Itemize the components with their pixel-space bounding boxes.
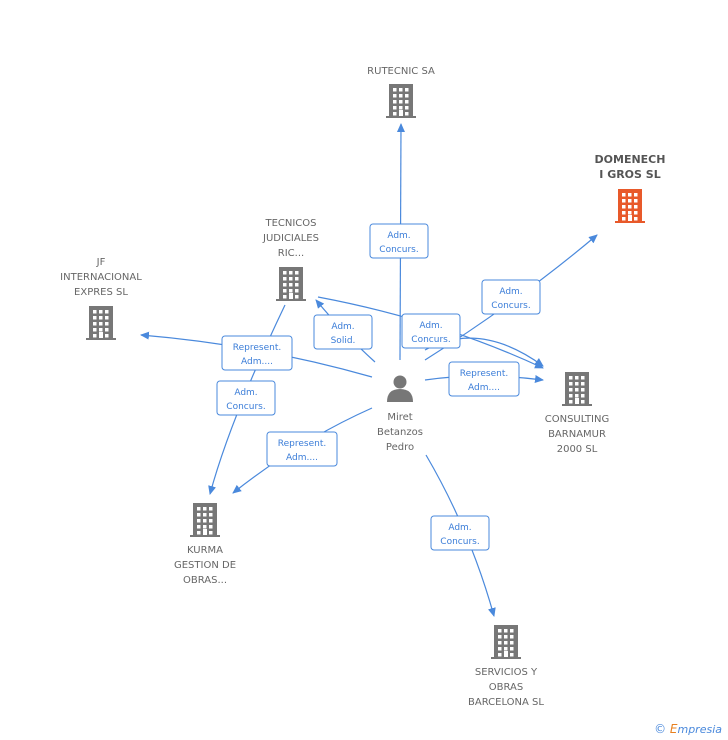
edge-label-consulting-2[interactable]: Represent.Adm....: [448, 361, 520, 397]
empresia-logo-text: mpresia: [677, 723, 722, 736]
edge-label-text: Represent.Adm....: [233, 343, 281, 367]
building-highlight-icon[interactable]: [615, 189, 645, 223]
edge-label-domenech[interactable]: Adm.Concurs.: [481, 279, 541, 315]
company-node-rutecnic[interactable]: RUTECNIC SA: [367, 66, 435, 118]
building-icon[interactable]: [562, 372, 592, 406]
copyright-footer: © Empresia: [654, 722, 722, 736]
edge-label-jf[interactable]: Represent.Adm....: [221, 335, 293, 371]
building-icon[interactable]: [386, 84, 416, 118]
edge-label-rutecnic[interactable]: Adm.Concurs.: [369, 223, 429, 259]
edge-label-kurma-2[interactable]: Represent.Adm....: [266, 431, 338, 467]
edge-label-consulting-1[interactable]: Adm.Concurs.: [401, 313, 461, 349]
edge-label-text: Represent.Adm....: [278, 439, 326, 463]
edge-label-text: Adm.Concurs.: [411, 321, 450, 345]
edge-label-servicios[interactable]: Adm.Concurs.: [430, 515, 490, 551]
edge-label-text: Represent.Adm....: [460, 369, 508, 393]
building-icon[interactable]: [491, 625, 521, 659]
empresia-logo-initial: E: [669, 722, 678, 736]
edges-layer: [140, 123, 598, 617]
building-icon[interactable]: [190, 503, 220, 537]
building-icon[interactable]: [276, 267, 306, 301]
edge-label-text: Adm.Concurs.: [491, 287, 530, 311]
edge-label-text: Adm.Concurs.: [226, 388, 265, 412]
edge-label-tecnicos[interactable]: Adm.Solid.: [313, 314, 373, 350]
edge-label-kurma-1[interactable]: Adm.Concurs.: [216, 380, 276, 416]
person-icon[interactable]: [387, 375, 413, 403]
copyright-icon: ©: [654, 722, 667, 736]
building-icon[interactable]: [86, 306, 116, 340]
edge-label-text: Adm.Solid.: [331, 322, 356, 346]
company-label-rutecnic: RUTECNIC SA: [367, 66, 435, 77]
edge-label-text: Adm.Concurs.: [440, 523, 479, 547]
edge-labels-layer: Adm.Concurs. Adm.Concurs. Adm.Solid. Adm.Co…: [216, 223, 541, 551]
edge-label-text: Adm.Concurs.: [379, 231, 418, 255]
